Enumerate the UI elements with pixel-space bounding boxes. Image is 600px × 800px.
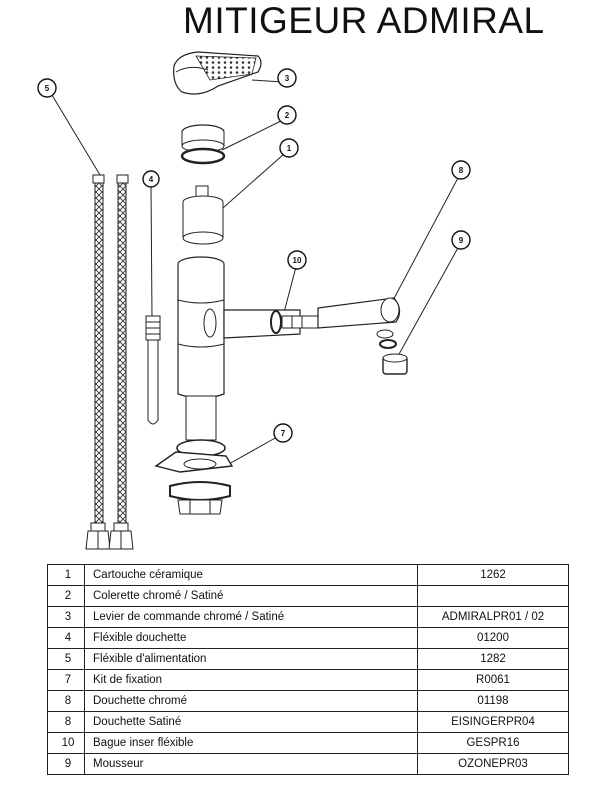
- part-description-cell: Cartouche céramique: [84, 564, 418, 586]
- part-number-cell: 4: [47, 627, 85, 649]
- svg-text:5: 5: [45, 84, 50, 93]
- leader-lines: [51, 79, 460, 465]
- svg-text:8: 8: [459, 166, 464, 175]
- svg-text:3: 3: [285, 74, 290, 83]
- part-description-cell: Mousseur: [84, 753, 418, 775]
- callout-2: 2: [277, 105, 297, 125]
- part-number-cell: 3: [47, 606, 85, 628]
- exploded-view-drawing: 5 4 3 2 1 10 8 9 7: [37, 51, 471, 550]
- svg-text:1: 1: [287, 144, 292, 153]
- part-reference-cell: 01198: [417, 690, 569, 712]
- faucet-body: [177, 256, 319, 441]
- svg-text:7: 7: [281, 429, 286, 438]
- callout-8: 8: [451, 160, 471, 180]
- part-description-cell: Fléxible douchette: [84, 627, 418, 649]
- part-reference-cell: 1262: [417, 564, 569, 586]
- svg-text:10: 10: [293, 256, 302, 265]
- callout-4: 4: [142, 170, 160, 188]
- shower-hose-part-4: [145, 315, 161, 425]
- svg-text:4: 4: [149, 175, 154, 184]
- part-reference-cell: GESPR16: [417, 732, 569, 754]
- part-reference-cell: 1282: [417, 648, 569, 670]
- part-number-cell: 8: [47, 711, 85, 733]
- callout-3: 3: [277, 68, 297, 88]
- supply-hoses-part-5: [85, 174, 134, 550]
- part-number-cell: 9: [47, 753, 85, 775]
- callout-5: 5: [37, 78, 57, 98]
- part-reference-cell: ADMIRALPR01 / 02: [417, 606, 569, 628]
- part-description-cell: Douchette Satiné: [84, 711, 418, 733]
- svg-text:2: 2: [285, 111, 290, 120]
- part-reference-cell: [417, 585, 569, 607]
- part-reference-cell: EISINGERPR04: [417, 711, 569, 733]
- part-number-cell: 8: [47, 690, 85, 712]
- part-description-cell: Kit de fixation: [84, 669, 418, 691]
- lever-part-3: [173, 51, 262, 95]
- svg-text:9: 9: [459, 236, 464, 245]
- part-reference-cell: OZONEPR03: [417, 753, 569, 775]
- callout-1: 1: [279, 138, 299, 158]
- part-description-cell: Bague inser fléxible: [84, 732, 418, 754]
- part-reference-cell: 01200: [417, 627, 569, 649]
- aerator-part-9: [376, 329, 408, 375]
- callout-9: 9: [451, 230, 471, 250]
- part-reference-cell: R0061: [417, 669, 569, 691]
- part-description-cell: Douchette chromé: [84, 690, 418, 712]
- part-description-cell: Levier de commande chromé / Satiné: [84, 606, 418, 628]
- part-number-cell: 7: [47, 669, 85, 691]
- diagram-title: MITIGEUR ADMIRAL: [183, 0, 545, 41]
- part-description-cell: Fléxible d'alimentation: [84, 648, 418, 670]
- shower-head-part-8: [317, 297, 401, 329]
- cartridge-part-1: [182, 185, 224, 245]
- part-number-cell: 1: [47, 564, 85, 586]
- part-number-cell: 2: [47, 585, 85, 607]
- part-description-cell: Colerette chromé / Satiné: [84, 585, 418, 607]
- fixing-kit-part-7: [154, 439, 234, 515]
- callout-7: 7: [273, 423, 293, 443]
- part-number-cell: 10: [47, 732, 85, 754]
- callout-10: 10: [287, 250, 307, 270]
- collar-part-2: [180, 124, 226, 165]
- part-number-cell: 5: [47, 648, 85, 670]
